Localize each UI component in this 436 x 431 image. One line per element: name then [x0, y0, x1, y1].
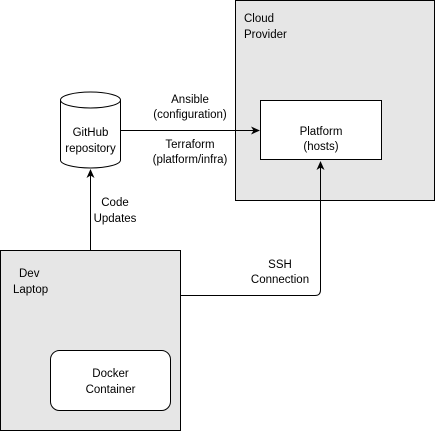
cloud-provider-label-line2: Provider [244, 29, 287, 41]
platform-label-line1: Platform [300, 126, 343, 138]
edge-terraform-line2: (platform/infra) [153, 154, 228, 166]
platform-box [260, 100, 382, 160]
edge-ansible-line2: (configuration) [153, 109, 227, 121]
edge-code-updates-line1: Code [101, 197, 129, 209]
dev-laptop-label-line1: Dev [19, 268, 40, 280]
docker-label-line2: Container [86, 384, 136, 396]
docker-container-box [50, 350, 171, 411]
cylinder-top [60, 91, 121, 109]
edge-terraform-line1: Terraform [165, 139, 214, 151]
edge-code-updates-line2: Updates [94, 213, 137, 225]
edge-laptop-to-platform: SSH Connection [181, 161, 325, 296]
docker-label-line1: Docker [92, 368, 129, 380]
github-label-line2: repository [65, 143, 116, 155]
edge-github-to-platform: Ansible (configuration) Terraform (platf… [120, 94, 260, 166]
edge-ssh-line1: SSH [268, 259, 292, 271]
github-label-line1: GitHub [73, 127, 109, 139]
platform-node: Platform (hosts) [260, 100, 382, 160]
github-repository-node: GitHub repository [60, 91, 121, 169]
platform-label-line2: (hosts) [303, 141, 338, 153]
docker-container-node: Docker Container [50, 350, 171, 411]
edge-ssh-line2: Connection [251, 274, 309, 286]
edge-ansible-line1: Ansible [171, 94, 209, 106]
edge-laptop-to-github: Code Updates [86, 169, 137, 250]
dev-laptop-label-line2: Laptop [13, 284, 48, 296]
cloud-provider-label-line1: Cloud [244, 13, 274, 25]
cylinder-database-icon [60, 100, 121, 169]
arrow-laptop-to-platform [181, 161, 325, 296]
